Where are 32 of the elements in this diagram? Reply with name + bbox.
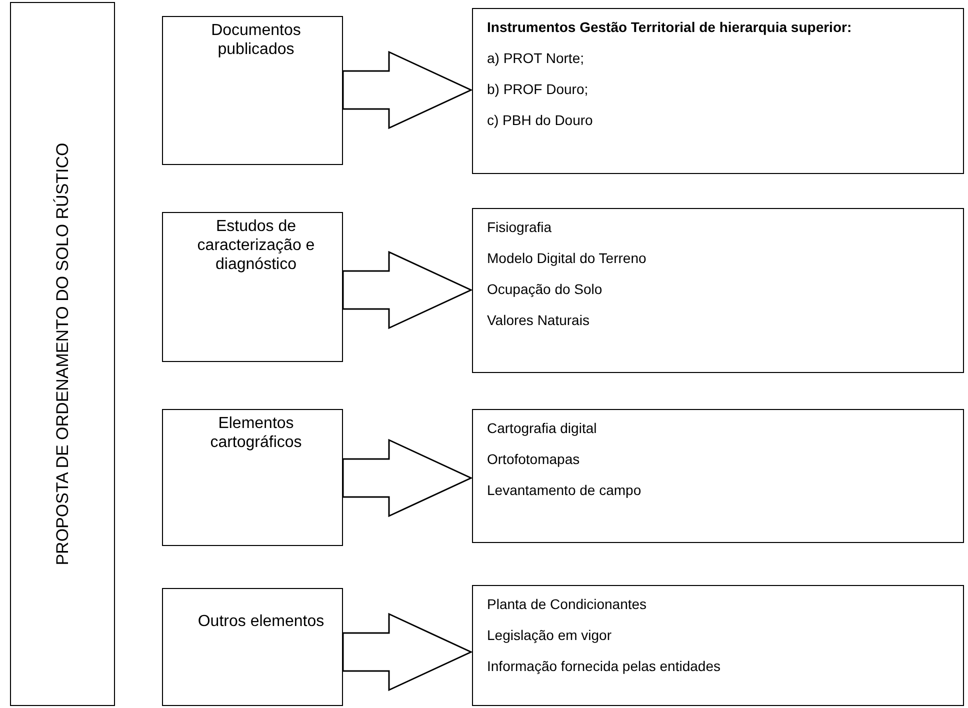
content-box: [472, 8, 964, 174]
list-item: Modelo Digital do Terreno: [487, 250, 648, 267]
source-box: [162, 409, 343, 546]
content-box: [472, 208, 964, 373]
list-item: Levantamento de campo: [487, 482, 642, 499]
list-item: Valores Naturais: [487, 312, 590, 329]
block-arrow: [342, 438, 473, 518]
source-label: Estudos de caracterização e diagnóstico: [196, 217, 316, 274]
content-box: [472, 409, 964, 543]
list-item: Ocupação do Solo: [487, 281, 604, 298]
vertical-title: PROPOSTA DE ORDENAMENTO DO SOLO RÚSTICO: [52, 142, 72, 566]
list-item: Informação fornecida pelas entidades: [487, 658, 722, 675]
block-arrow: [342, 612, 473, 692]
source-box: [162, 212, 343, 362]
list-item: Ortofotomapas: [487, 451, 581, 468]
block-arrow: [342, 250, 473, 330]
source-label: Outros elementos: [196, 612, 326, 631]
list-item: Fisiografia: [487, 219, 553, 236]
source-label: Documentos publicados: [210, 21, 302, 59]
list-heading: Instrumentos Gestão Territorial de hierarquia superior:: [487, 19, 853, 36]
list-item: b) PROF Douro;: [487, 81, 590, 98]
content-box: [472, 585, 964, 706]
list-item: a) PROT Norte;: [487, 50, 585, 67]
source-box: [162, 16, 343, 165]
title-box: [10, 2, 115, 706]
list-item: c) PBH do Douro: [487, 112, 594, 129]
list-item: Legislação em vigor: [487, 627, 613, 644]
list-item: Planta de Condicionantes: [487, 596, 648, 613]
source-box: [162, 588, 343, 706]
list-item: Cartografia digital: [487, 420, 598, 437]
source-label: Elementos cartográficos: [209, 414, 303, 452]
block-arrow: [342, 50, 473, 130]
